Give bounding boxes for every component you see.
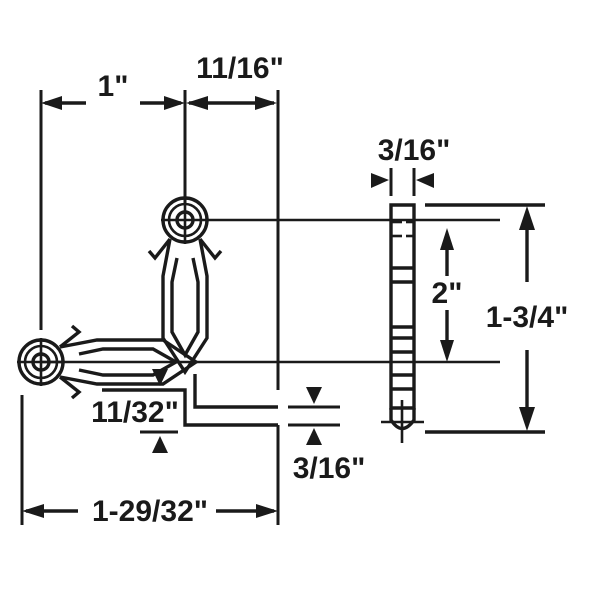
extension-lines <box>20 90 280 525</box>
arrow-134-up <box>519 206 535 230</box>
dim-label-one-and-three-quarters: 1-3/4" <box>486 301 569 334</box>
dim-label-three-sixteenths-top: 3/16" <box>378 134 451 167</box>
dimension-eleven-sixteenths: 11/16" <box>186 52 284 110</box>
arrow-316-top-left <box>371 173 389 188</box>
dimension-three-sixteenths-top: 3/16" <box>371 134 450 196</box>
arrow-1116-right <box>255 96 277 110</box>
projection-lines <box>41 218 500 364</box>
arrow-1in-right <box>164 96 185 110</box>
dimension-one-and-twentynine-thirtyseconds: 1-29/32" <box>22 495 278 528</box>
arrow-1132-up <box>152 369 168 386</box>
arrow-316-top-right <box>416 173 434 188</box>
dimension-one-and-three-quarters: 1-3/4" <box>486 206 569 431</box>
left-knuckle-barb-top <box>58 324 82 349</box>
dimension-one-inch: 1" <box>41 70 185 110</box>
dim-label-one-inch: 1" <box>98 70 129 103</box>
arrow-1132-down <box>152 436 168 453</box>
arrow-1116-left <box>186 96 208 110</box>
right-datum-lines <box>425 203 545 434</box>
dimension-two-inch: 2" <box>432 228 463 362</box>
top-knuckle-barb-right <box>198 237 223 261</box>
arrow-316b-up <box>306 387 322 404</box>
arrow-2in-down <box>440 340 454 362</box>
arrow-1in-left <box>41 96 62 110</box>
dim-label-eleven-sixteenths: 11/16" <box>196 52 284 85</box>
dimension-eleven-thirtyseconds: 11/32" <box>91 369 179 453</box>
arrow-2in-up <box>440 228 454 250</box>
step-outline-upper <box>193 374 278 409</box>
dim-label-one-and-twentynine-thirtyseconds: 1-29/32" <box>92 495 208 528</box>
arrow-12932-left <box>22 504 44 518</box>
vertical-leg-outer <box>161 238 209 376</box>
arrow-12932-right <box>256 504 278 518</box>
left-knuckle-barb-bottom <box>58 375 82 400</box>
top-knuckle-barb-left <box>147 237 172 261</box>
arrow-134-down <box>519 407 535 431</box>
dimension-three-sixteenths-bottom: 3/16" <box>288 387 365 485</box>
dim-label-three-sixteenths-bottom: 3/16" <box>293 452 366 485</box>
dim-label-two-inch: 2" <box>432 277 463 310</box>
hinge-pin-right <box>381 203 424 443</box>
arrow-316b-down <box>306 428 322 445</box>
dim-label-eleven-thirtyseconds: 11/32" <box>91 396 179 429</box>
